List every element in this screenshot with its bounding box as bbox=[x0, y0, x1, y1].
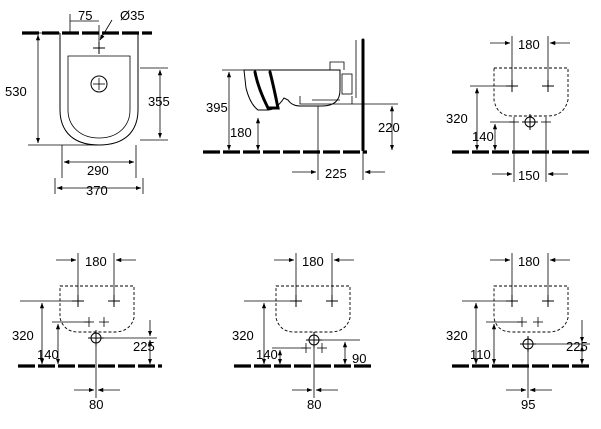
dim-waste-offset: 225 bbox=[325, 166, 347, 181]
fixing-point-icon bbox=[542, 295, 554, 307]
dim-tap-offset: 75 bbox=[78, 8, 92, 23]
dim-supply-height: 140 bbox=[37, 347, 59, 362]
bidet-outline-front bbox=[275, 285, 351, 333]
dim-waste-height: 220 bbox=[378, 120, 400, 135]
dim-fix-width: 290 bbox=[87, 163, 109, 178]
dim-fix-height: 320 bbox=[446, 328, 468, 343]
dim-fix-spacing: 180 bbox=[302, 254, 324, 269]
bidet-profile bbox=[243, 69, 341, 111]
bidet-outline-front bbox=[59, 285, 135, 333]
front-view-3: 180 320 140 90 80 bbox=[232, 253, 374, 412]
supply-point-icon bbox=[99, 317, 109, 327]
supply-point-icon bbox=[533, 317, 543, 327]
front-view-4: 180 320 110 225 95 bbox=[446, 253, 590, 412]
dim-height: 395 bbox=[206, 100, 228, 115]
dim-fix-height: 320 bbox=[12, 328, 34, 343]
dim-supply-height: 140 bbox=[472, 129, 494, 144]
dim-waste-height: 225 bbox=[566, 339, 588, 354]
supply-point-icon bbox=[541, 117, 551, 127]
top-view: 75 Ø35 530 355 290 370 bbox=[5, 8, 170, 198]
dim-fix-height: 320 bbox=[232, 328, 254, 343]
bidet-outline-front bbox=[493, 285, 569, 333]
fixing-point-icon bbox=[326, 295, 338, 307]
dim-fix-height: 320 bbox=[446, 111, 468, 126]
fixing-point-icon bbox=[542, 80, 554, 92]
dim-rim-low: 180 bbox=[230, 125, 252, 140]
dim-waste-height: 225 bbox=[133, 339, 155, 354]
dim-supply-height: 110 bbox=[470, 347, 491, 362]
dim-fix-depth: 355 bbox=[148, 94, 170, 109]
dim-supply-spacing: 150 bbox=[518, 168, 540, 183]
tap-hole-icon bbox=[93, 42, 105, 54]
side-view: 395 180 220 225 bbox=[203, 38, 400, 181]
dim-waste-offset: 80 bbox=[307, 397, 321, 412]
bidet-basin-top bbox=[67, 55, 131, 139]
front-view-1: 180 320 140 150 bbox=[446, 36, 590, 183]
dim-tap-hole: Ø35 bbox=[120, 8, 145, 23]
dim-waste-height: 90 bbox=[352, 351, 366, 366]
dim-supply-height: 140 bbox=[256, 347, 278, 362]
dim-fix-spacing: 180 bbox=[518, 37, 540, 52]
dim-fix-spacing: 180 bbox=[518, 254, 540, 269]
fixing-point-icon bbox=[108, 295, 120, 307]
supply-point-icon bbox=[317, 343, 327, 353]
front-view-2: 180 320 140 225 80 bbox=[12, 253, 162, 412]
dim-waste-offset: 95 bbox=[521, 397, 535, 412]
dim-depth: 530 bbox=[5, 84, 27, 99]
drain-icon bbox=[90, 75, 108, 93]
dim-fix-spacing: 180 bbox=[85, 254, 107, 269]
dim-waste-offset: 80 bbox=[89, 397, 103, 412]
dim-width: 370 bbox=[86, 183, 108, 198]
bidet-outline-front bbox=[493, 67, 569, 117]
